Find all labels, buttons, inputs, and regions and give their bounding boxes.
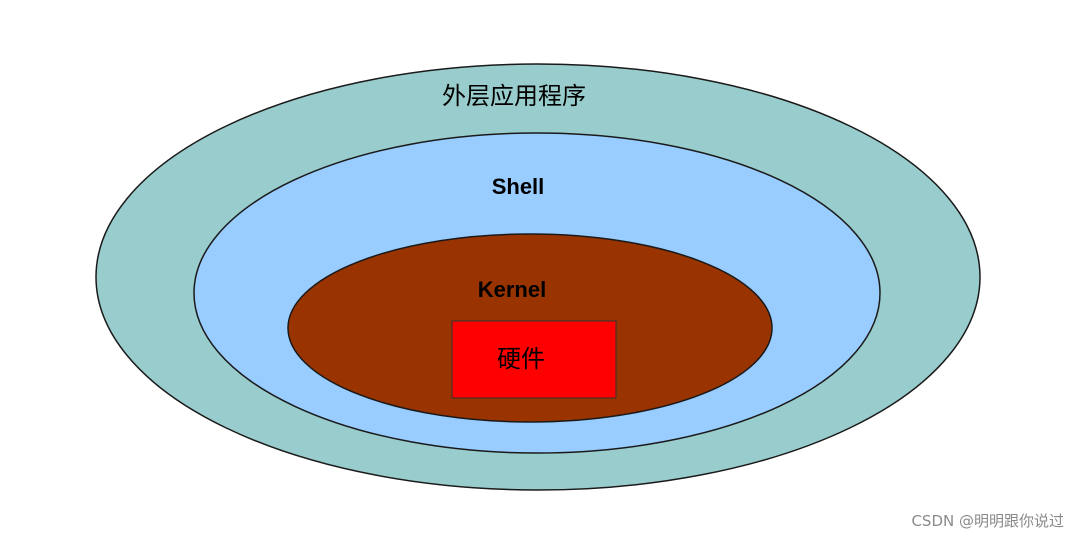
csdn-watermark: CSDN @明明跟你说过 — [911, 512, 1064, 530]
kernel-label: Kernel — [478, 277, 546, 302]
outer-applications-label: 外层应用程序 — [442, 82, 586, 110]
hardware-label: 硬件 — [497, 345, 545, 373]
hardware-box — [451, 320, 617, 399]
shell-label: Shell — [492, 174, 545, 199]
